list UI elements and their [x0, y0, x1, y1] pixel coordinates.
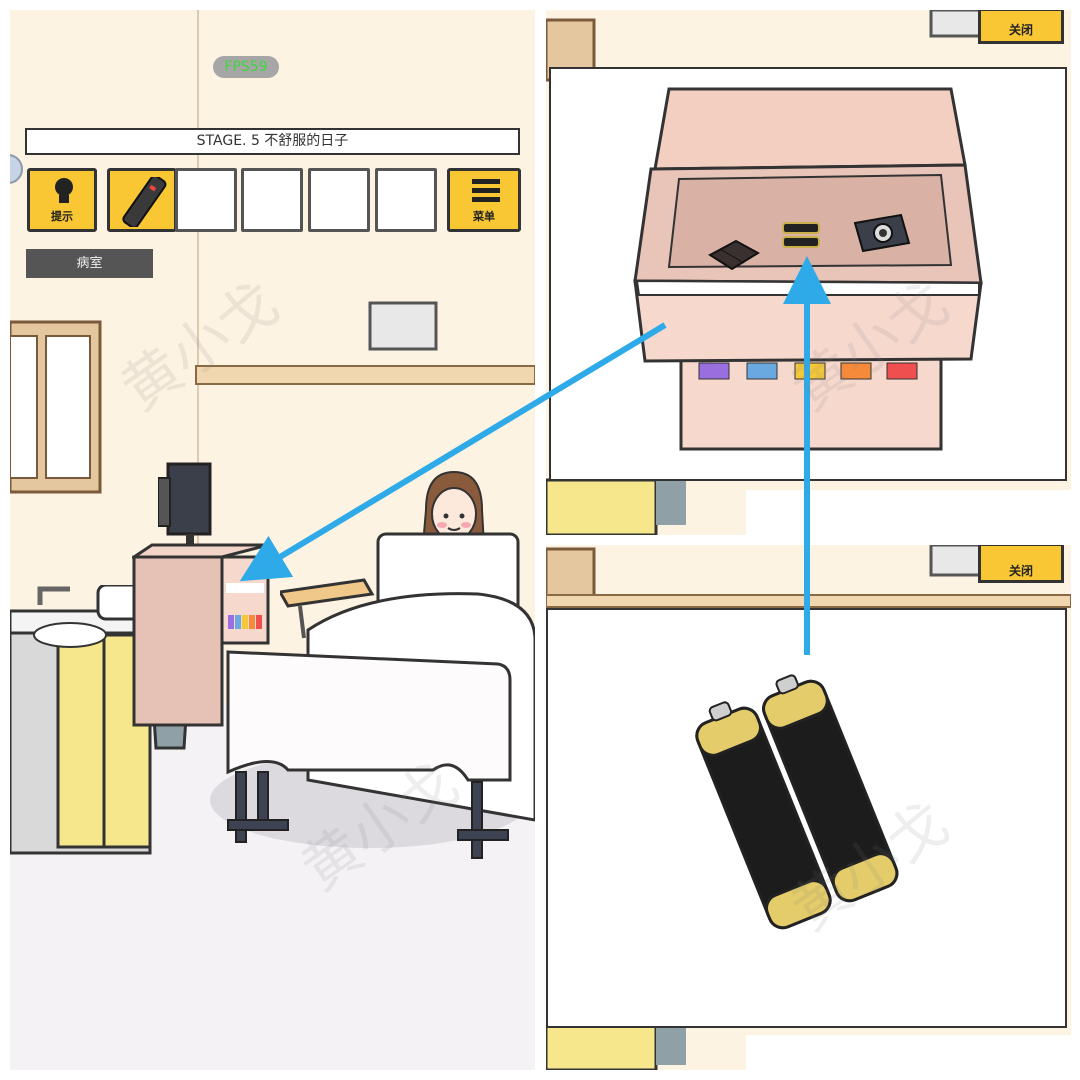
zoom-view-battery — [546, 608, 1067, 1028]
sink-cabinet[interactable] — [10, 585, 160, 855]
monitor[interactable] — [158, 460, 218, 560]
battery-pair-icon[interactable] — [781, 219, 821, 253]
inventory-slot-3[interactable] — [241, 168, 303, 232]
room-scene: FPS59 STAGE. 5 不舒服的日子 提示 菜单 病室 — [10, 10, 535, 1070]
menu-label: 菜单 — [473, 210, 495, 223]
aa-battery-icon[interactable] — [688, 670, 928, 930]
inventory-slot-2[interactable] — [175, 168, 237, 232]
zoom-panel-drawer: 关闭 — [546, 10, 1071, 535]
fps-counter: FPS59 — [213, 56, 279, 78]
room-label: 病室 — [26, 249, 153, 278]
zoom-panel-battery: 关闭 — [546, 545, 1071, 1070]
inventory-slot-1[interactable] — [107, 168, 177, 232]
close-button-top[interactable]: 关闭 — [978, 10, 1064, 44]
inventory-slot-5[interactable] — [375, 168, 437, 232]
bed-table[interactable] — [280, 572, 380, 642]
close-button-bottom[interactable]: 关闭 — [978, 545, 1064, 583]
hospital-bed[interactable] — [218, 520, 535, 870]
side-tab-icon[interactable] — [10, 152, 26, 186]
chocolate-icon[interactable] — [706, 237, 762, 273]
hint-button[interactable]: 提示 — [27, 168, 97, 232]
hint-label: 提示 — [51, 210, 73, 223]
menu-button[interactable]: 菜单 — [447, 168, 521, 232]
zoom-view-drawer — [549, 67, 1067, 481]
inventory-slot-4[interactable] — [308, 168, 370, 232]
drawer-illustration — [633, 87, 983, 451]
lightbulb-icon — [52, 177, 76, 205]
stage-title: STAGE. 5 不舒服的日子 — [25, 128, 520, 155]
hamburger-icon — [472, 179, 500, 203]
remote-control-icon — [116, 177, 170, 227]
camera-icon[interactable] — [851, 209, 915, 255]
